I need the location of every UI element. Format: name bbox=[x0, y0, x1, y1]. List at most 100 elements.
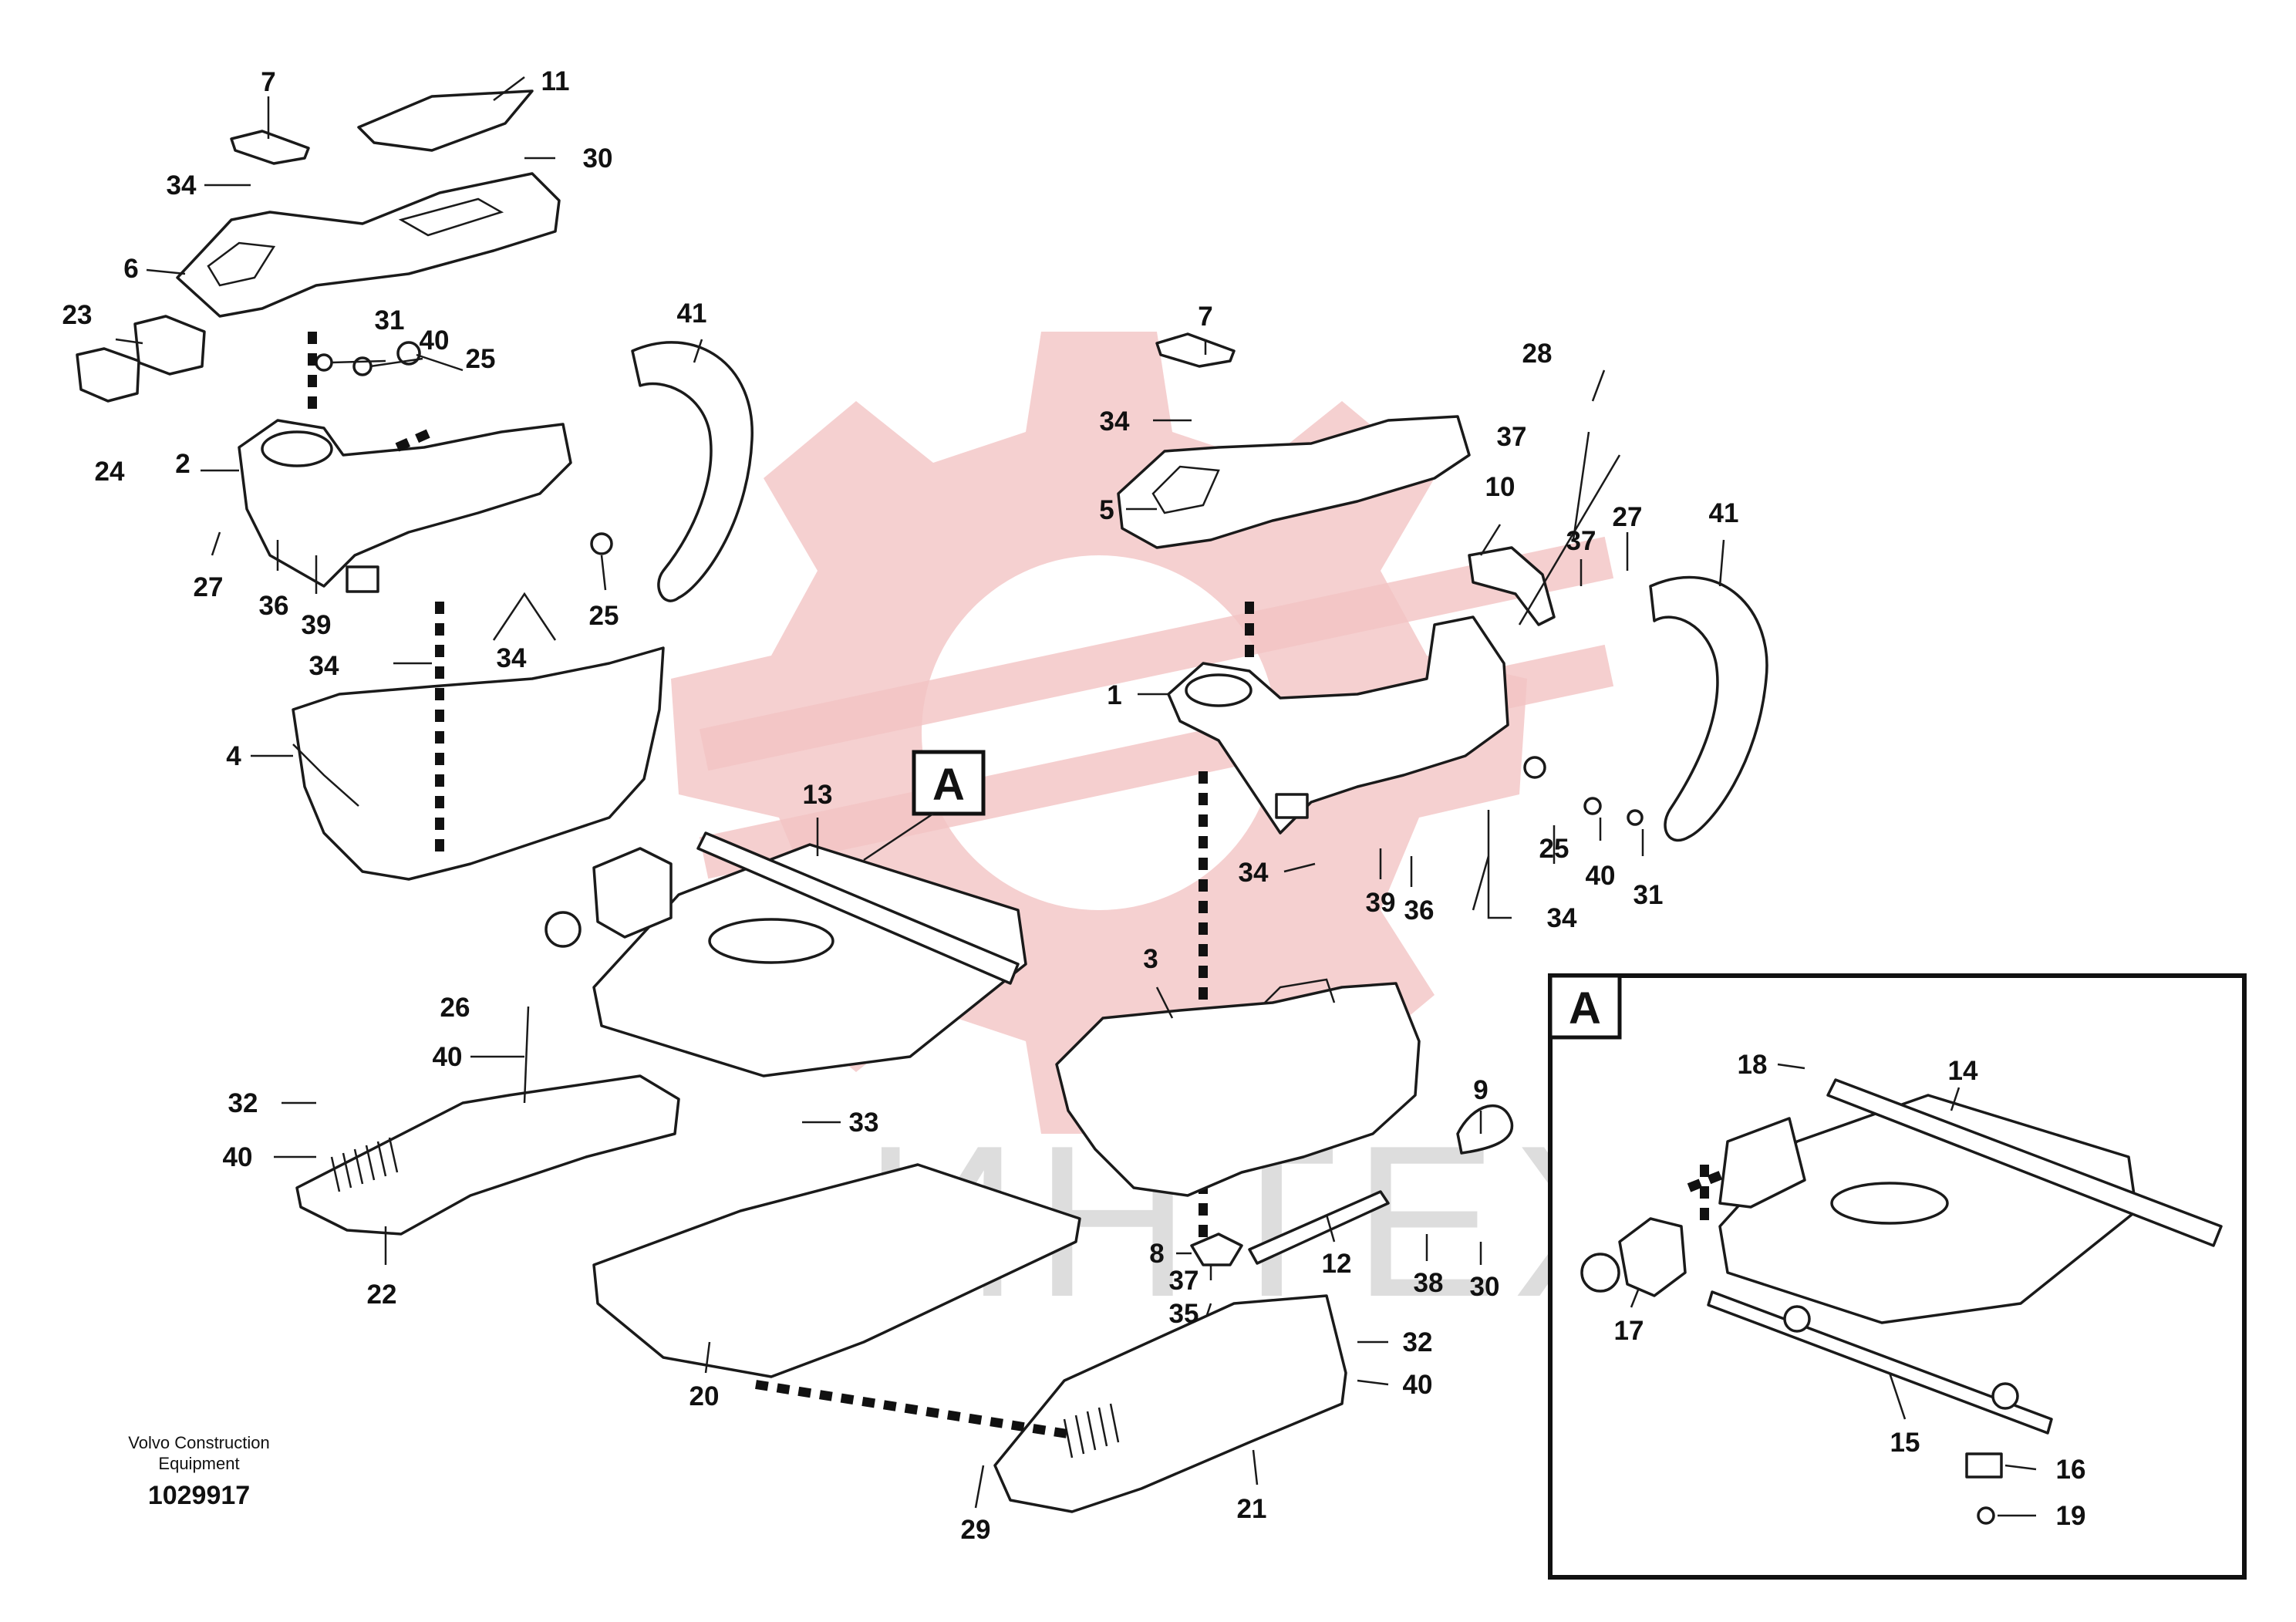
part-13-latch bbox=[592, 847, 673, 939]
part-15-collar bbox=[1783, 1305, 1811, 1333]
part-11-lid bbox=[357, 89, 534, 152]
part-25-bushing bbox=[396, 341, 421, 366]
part-31-bolt-right bbox=[1627, 809, 1644, 826]
callout-13: 13 bbox=[803, 780, 833, 810]
callout-34-d: 34 bbox=[1100, 406, 1130, 437]
callout-37-c: 37 bbox=[1169, 1266, 1199, 1296]
callout-40-e: 40 bbox=[1403, 1370, 1433, 1400]
callout-1: 1 bbox=[1107, 680, 1121, 710]
detail-a-label: A bbox=[932, 760, 965, 810]
callout-7-left: 7 bbox=[261, 67, 275, 97]
callout-24: 24 bbox=[95, 457, 125, 487]
part-21-pan bbox=[993, 1294, 1347, 1513]
callout-39-b: 39 bbox=[1366, 888, 1396, 918]
callout-16: 16 bbox=[2056, 1455, 2086, 1485]
inset-dashed-line-2 bbox=[1687, 1168, 1730, 1192]
part-5-top-cover bbox=[1117, 415, 1471, 549]
callout-27-b: 27 bbox=[1613, 502, 1643, 532]
callout-27-a: 27 bbox=[194, 572, 224, 602]
part-41-right-hose bbox=[1649, 575, 1768, 842]
part-20-plate bbox=[592, 1163, 1081, 1378]
part-2-cup bbox=[261, 430, 333, 467]
part-16-clip bbox=[1965, 1452, 2003, 1479]
part-1-clamp bbox=[1275, 793, 1309, 819]
callout-26: 26 bbox=[440, 993, 470, 1023]
callout-34-e: 34 bbox=[1239, 858, 1269, 888]
callout-18: 18 bbox=[1738, 1050, 1768, 1080]
callout-30-a: 30 bbox=[583, 143, 613, 174]
callout-37-a: 37 bbox=[1497, 422, 1527, 452]
part-17-knob bbox=[1580, 1253, 1620, 1293]
part-18-bracket bbox=[1718, 1117, 1806, 1209]
callout-labels: 7 11 34 30 6 23 31 40 25 41 24 2 27 36 3… bbox=[62, 66, 2086, 1545]
part-19-screw bbox=[1977, 1506, 1995, 1525]
callout-25-a: 25 bbox=[466, 344, 496, 374]
part-22-pan bbox=[295, 1074, 680, 1236]
callout-17: 17 bbox=[1614, 1316, 1644, 1346]
part-6-recess bbox=[207, 241, 276, 287]
callout-35: 35 bbox=[1169, 1299, 1199, 1329]
part-12-rod bbox=[1248, 1190, 1390, 1265]
callout-34-a: 34 bbox=[167, 170, 197, 201]
part-31-bolt bbox=[315, 353, 333, 372]
callout-28: 28 bbox=[1522, 339, 1553, 369]
bottom-dashed-line bbox=[755, 1380, 1073, 1439]
part-21-vents bbox=[1063, 1403, 1120, 1458]
callout-34-f: 34 bbox=[1547, 903, 1577, 933]
part-1-bracket bbox=[1167, 615, 1509, 835]
part-15-collar-right bbox=[1991, 1382, 2019, 1410]
part-6-top-cover bbox=[176, 172, 561, 318]
inset-label: A bbox=[1569, 983, 1601, 1034]
part-24-pad bbox=[76, 347, 140, 403]
part-3-tab bbox=[1264, 978, 1336, 1003]
callout-29: 29 bbox=[961, 1515, 991, 1545]
part-8-clip bbox=[1190, 1233, 1243, 1266]
part-40-washer-right bbox=[1583, 797, 1602, 815]
leader-lines bbox=[115, 76, 2037, 1517]
inset-label-box bbox=[1548, 973, 1622, 1040]
part-14-rod bbox=[1826, 1078, 2223, 1247]
callout-8: 8 bbox=[1149, 1239, 1164, 1269]
callout-39-a: 39 bbox=[302, 610, 332, 640]
callout-37-b: 37 bbox=[1566, 526, 1596, 556]
callout-10: 10 bbox=[1485, 472, 1515, 502]
part-28-pin bbox=[1572, 431, 1590, 541]
part-13-center-hole bbox=[708, 918, 834, 964]
callout-40-c: 40 bbox=[433, 1042, 463, 1072]
detail-a-callout: A bbox=[863, 750, 986, 862]
callout-38: 38 bbox=[1414, 1268, 1444, 1298]
bottom-plates-group bbox=[295, 1074, 1347, 1513]
callout-40-a: 40 bbox=[420, 325, 450, 356]
callout-20: 20 bbox=[689, 1381, 720, 1411]
callout-25-b: 25 bbox=[589, 601, 619, 631]
part-4-lower-shroud bbox=[292, 646, 665, 881]
callout-14: 14 bbox=[1948, 1056, 1978, 1086]
part-1-cup bbox=[1185, 673, 1253, 707]
callout-36-a: 36 bbox=[259, 591, 289, 621]
part-4-handle bbox=[292, 744, 359, 807]
callout-25-c: 25 bbox=[1539, 834, 1569, 864]
callout-30-b: 30 bbox=[1470, 1272, 1500, 1302]
part-6-slot bbox=[398, 197, 504, 237]
part-25-bushing-lower bbox=[590, 532, 613, 555]
callout-31-b: 31 bbox=[1633, 880, 1664, 910]
callout-19: 19 bbox=[2056, 1501, 2086, 1531]
detail-a-leader bbox=[863, 812, 934, 862]
callout-41-left: 41 bbox=[677, 298, 707, 329]
part-13-knob bbox=[544, 911, 582, 948]
callout-36-b: 36 bbox=[1404, 895, 1435, 926]
part-13-rod bbox=[696, 831, 1020, 985]
callout-41-right: 41 bbox=[1709, 498, 1739, 528]
callout-23: 23 bbox=[62, 300, 93, 330]
right-console-group bbox=[1055, 332, 1768, 1266]
part-25-bushing-right bbox=[1523, 756, 1546, 779]
footer-brand-line1: Volvo Construction bbox=[128, 1433, 269, 1452]
callout-32-b: 32 bbox=[1403, 1327, 1433, 1357]
callout-6: 6 bbox=[123, 254, 138, 284]
part-40-washer bbox=[352, 356, 373, 376]
callout-33: 33 bbox=[849, 1108, 879, 1138]
callout-5: 5 bbox=[1099, 495, 1114, 525]
callout-15: 15 bbox=[1890, 1428, 1920, 1458]
callout-21: 21 bbox=[1237, 1494, 1267, 1524]
